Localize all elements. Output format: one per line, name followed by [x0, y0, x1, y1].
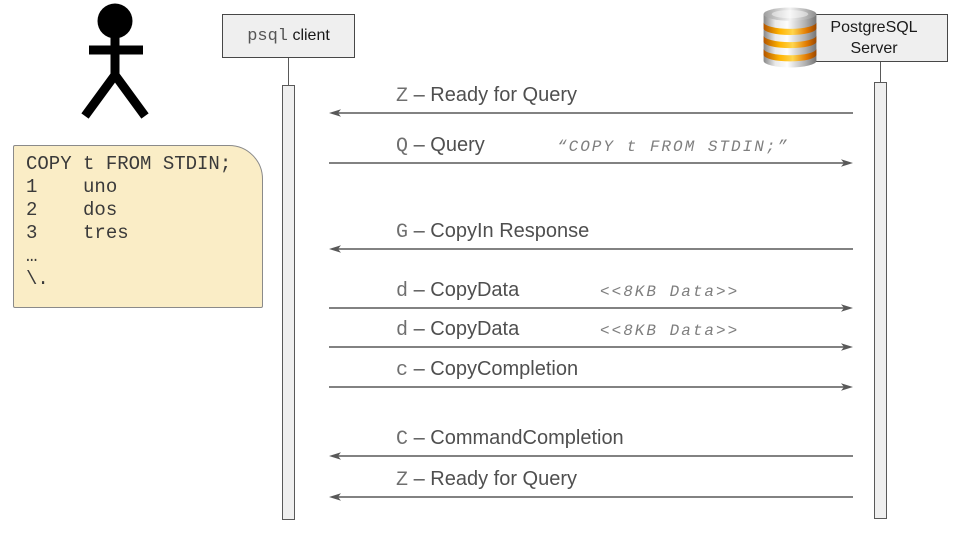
server-lifeline: [880, 62, 881, 82]
client-label-psql: psql: [247, 26, 288, 46]
message-annotation-d-copydata: <<8KB Data>>: [600, 283, 740, 301]
message-arrow-right-d-copydata: [329, 304, 853, 312]
server-label-line1: PostgreSQL: [830, 19, 918, 36]
message-label-g-copyin-response: G – CopyIn Response: [396, 220, 590, 244]
client-activation-bar: [282, 85, 295, 520]
message-arrow-left-z-ready-for-query: [329, 493, 853, 501]
message-arrow-right-q-query: [329, 159, 853, 167]
message-label-z-ready-for-query: Z – Ready for Query: [396, 84, 577, 108]
server-label-line2: Server: [850, 40, 898, 57]
client-lifeline: [288, 58, 289, 85]
message-arrow-left-c-commandcompletion: [329, 452, 853, 460]
user-actor-icon: [81, 3, 149, 119]
client-participant-box: psql client: [222, 14, 355, 58]
client-label-client: client: [288, 26, 330, 44]
message-label-d-copydata: d – CopyData: [396, 318, 520, 342]
copy-stdin-note: COPY t FROM STDIN; 1 uno 2 dos 3 tres … …: [13, 145, 263, 308]
message-label-q-query: Q – Query: [396, 134, 485, 158]
database-icon: [763, 7, 817, 68]
server-participant-box: PostgreSQL Server: [800, 14, 948, 62]
message-label-d-copydata: d – CopyData: [396, 279, 520, 303]
message-arrow-left-g-copyin-response: [329, 245, 853, 253]
message-label-c-commandcompletion: C – CommandCompletion: [396, 427, 624, 451]
message-annotation-q-query: “COPY t FROM STDIN;”: [557, 138, 790, 156]
message-arrow-right-d-copydata: [329, 343, 853, 351]
message-annotation-d-copydata: <<8KB Data>>: [600, 322, 740, 340]
message-arrow-left-z-ready-for-query: [329, 109, 853, 117]
server-activation-bar: [874, 82, 887, 519]
message-arrow-right-c-copycompletion: [329, 383, 853, 391]
message-label-c-copycompletion: c – CopyCompletion: [396, 358, 579, 382]
message-label-z-ready-for-query: Z – Ready for Query: [396, 468, 577, 492]
